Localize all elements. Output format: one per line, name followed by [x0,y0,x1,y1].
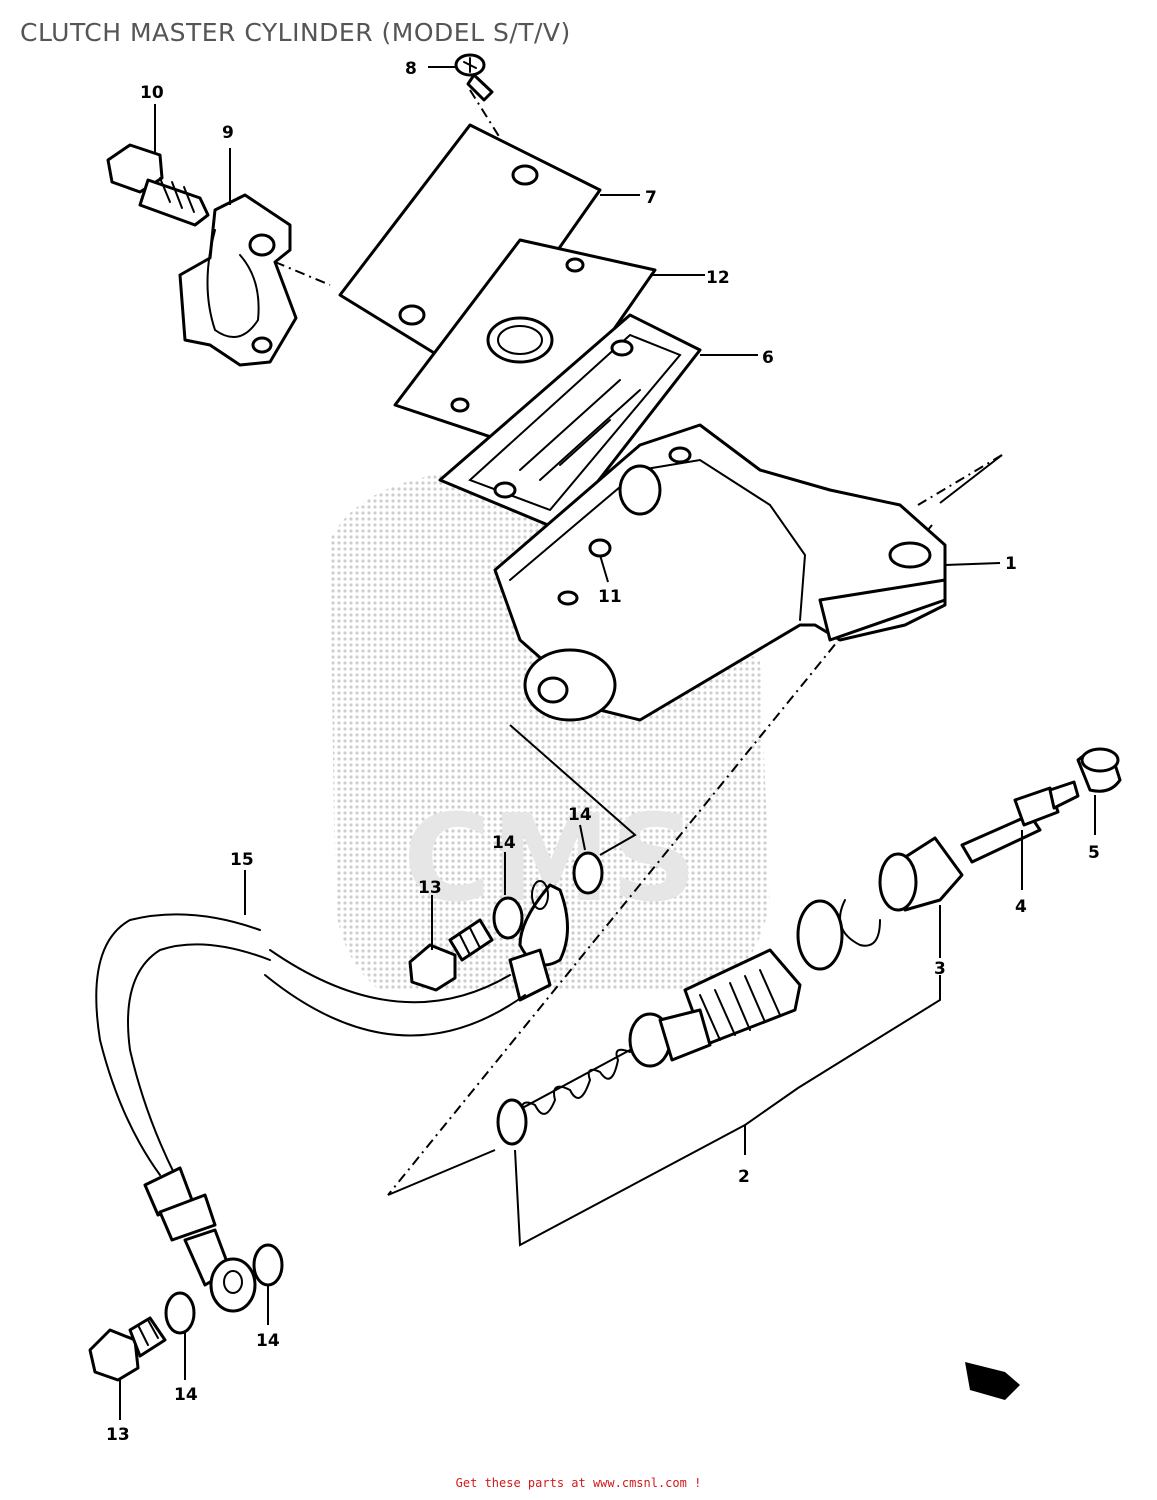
callout-1: 1 [1005,554,1017,574]
callout-15: 15 [230,850,254,870]
clamp-bolt [106,143,210,227]
callout-14a: 14 [492,833,516,853]
diagram-title: CLUTCH MASTER CYLINDER (MODEL S/T/V) [20,18,571,47]
callout-8: 8 [405,59,417,79]
callout-9: 9 [222,123,234,143]
footer-link[interactable]: Get these parts at www.cmsnl.com ! [455,1476,702,1490]
callout-14b: 14 [568,805,592,825]
callout-5: 5 [1088,843,1100,863]
callout-11: 11 [598,587,622,607]
piston-assembly [496,948,802,1146]
callout-12: 12 [706,268,730,288]
callout-7: 7 [645,188,657,208]
washer-top-b [572,851,604,895]
front-arrow-icon [965,1362,1020,1400]
small-o-ring [588,538,612,558]
washer-bottom-b [252,1243,284,1287]
callout-13b: 13 [106,1425,130,1445]
cover-screw [454,53,494,102]
callout-3: 3 [934,959,946,979]
dust-cap [1076,747,1122,793]
clamp-bracket [178,193,298,367]
washer-bottom-a [164,1291,196,1335]
piston-boot [796,836,964,971]
push-rod [960,780,1080,864]
reservoir-cover [338,123,602,377]
diaphragm [438,313,702,532]
master-cylinder-body [493,423,947,722]
callout-14d: 14 [174,1385,198,1405]
callout-4: 4 [1015,897,1027,917]
banjo-bolt-top [408,918,494,992]
callout-13a: 13 [418,878,442,898]
clutch-hose [95,880,569,1313]
diaphragm-plate [393,238,657,452]
callout-10: 10 [140,83,164,103]
washer-top-a [492,896,524,940]
callout-2: 2 [738,1167,750,1187]
callout-14c: 14 [256,1331,280,1351]
banjo-bolt-bottom [88,1316,167,1382]
callout-6: 6 [762,348,774,368]
